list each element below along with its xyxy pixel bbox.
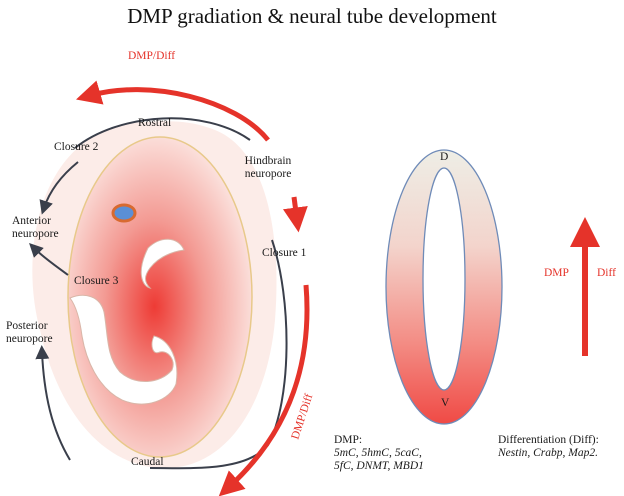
embryo-figure — [32, 121, 277, 469]
closure-2-label: Closure 2 — [54, 141, 99, 153]
arrow-top-label: DMP/Diff — [128, 50, 176, 62]
closure-1-label: Closure 1 — [262, 247, 307, 259]
embryo-tail — [69, 294, 178, 405]
neural-tube — [385, 149, 503, 425]
diff-gradient-label: Diff — [597, 267, 616, 279]
neural-tube-lumen — [422, 167, 466, 391]
right-red-arrow — [218, 284, 310, 496]
dmp-legend: DMP: 5mC, 5hmC, 5caC, 5fC, DNMT, MBD1 — [334, 434, 424, 473]
diff-legend-line-1: Nestin, Crabp, Map2. — [498, 447, 598, 459]
rostral-label: Rostral — [138, 117, 172, 129]
arrow-right-label: DMP/Diff — [289, 392, 315, 441]
tube-ventral-label: V — [441, 397, 450, 409]
closure-3-arrow — [29, 243, 69, 276]
diff-legend: Differentiation (Diff): Nestin, Crabp, M… — [498, 434, 599, 460]
rostral-arc — [74, 117, 251, 149]
posterior-arrow — [35, 345, 71, 461]
embryo-body — [67, 136, 253, 458]
anterior-neuropore-label: Anterior neuropore — [12, 215, 59, 240]
top-red-arrow — [75, 80, 270, 142]
tube-dorsal-label: D — [440, 151, 449, 163]
diff-legend-heading: Differentiation (Diff): — [498, 434, 599, 446]
hindbrain-neuropore-label: Hindbrain neuropore — [244, 155, 292, 180]
embryo-limb-bud — [140, 238, 185, 289]
closure-3-label: Closure 3 — [74, 275, 119, 287]
caudal-label: Caudal — [131, 456, 164, 468]
dmp-gradient-label: DMP — [544, 267, 569, 279]
diagram-title: DMP gradiation & neural tube development — [127, 4, 497, 28]
posterior-neuropore-label: Posterior neuropore — [6, 320, 53, 345]
hindbrain-red-arrow — [282, 196, 308, 233]
dmp-legend-line-2: 5fC, DNMT, MBD1 — [334, 460, 424, 472]
embryo-eye — [111, 203, 137, 223]
dmp-legend-line-1: 5mC, 5hmC, 5caC, — [334, 447, 422, 459]
dmp-legend-heading: DMP: — [334, 434, 363, 446]
closure-2-arrow — [39, 161, 79, 215]
